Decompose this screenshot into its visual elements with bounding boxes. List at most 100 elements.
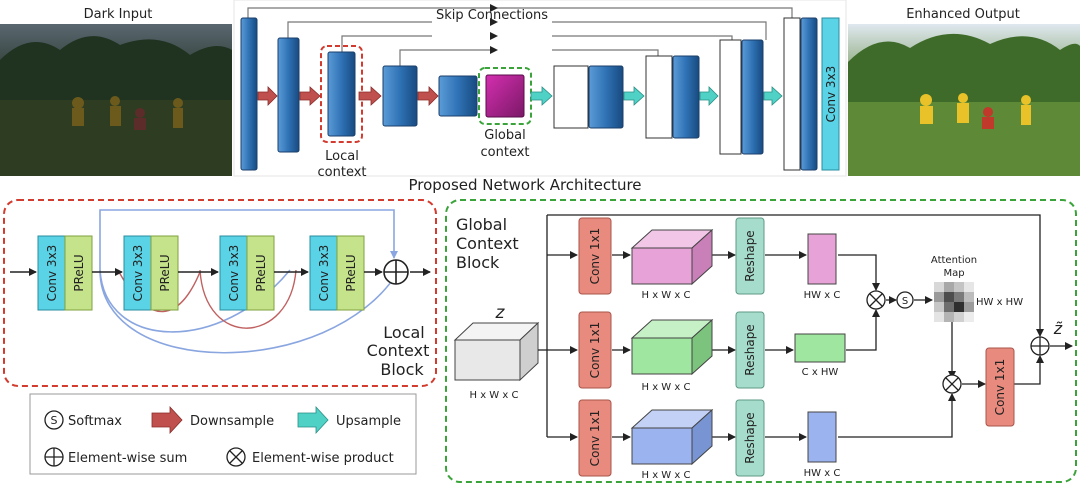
blue-matrix: [807, 411, 837, 463]
softmax-node-icon: S: [896, 291, 914, 309]
softmax-icon: S: [44, 410, 64, 430]
green-matrix: [794, 333, 846, 363]
skip-connections: [247, 7, 793, 66]
upsample-arrow-icons: [530, 86, 783, 106]
input-tensor-cube: [453, 321, 540, 382]
global-flow-lines: [538, 214, 1073, 441]
final-conv-block: [821, 17, 840, 171]
legend-sum-icon: [44, 447, 64, 467]
encoder-block-5: [438, 75, 478, 117]
green-tensor-cube: [630, 318, 714, 376]
input-dims-label: H x W x C: [470, 390, 519, 401]
local-conv-label-4: Conv 3x3: [317, 245, 331, 302]
attention-map-label-1: Attention: [931, 255, 977, 266]
dark-input-label: Dark Input: [84, 7, 153, 22]
conv1x1-label-2: Conv 1x1: [588, 322, 602, 379]
local-conv-group-2: Conv 3x3 PReLU: [123, 235, 179, 311]
green-matrix-dims: C x HW: [802, 367, 839, 378]
decoder-blue-2: [672, 55, 700, 139]
local-block-title-3: Block: [380, 360, 424, 379]
pink-matrix: [807, 233, 837, 285]
output-z-symbol: z̃: [1053, 319, 1063, 338]
element-wise-product-icon-2: [942, 374, 962, 394]
encoder-block-4: [382, 65, 418, 127]
decoder-blue-4: [800, 17, 818, 171]
element-wise-product-icon-1: [866, 290, 886, 310]
global-context-highlight: [478, 67, 532, 125]
enhanced-output-label: Enhanced Output: [906, 7, 1020, 22]
decoder-white-2: [645, 55, 673, 139]
skip-arrow-icons: [490, 4, 498, 54]
global-sum-icon: [1030, 336, 1050, 356]
conv1x1-boxes: [578, 217, 612, 477]
element-wise-sum-icon: [383, 259, 409, 285]
local-context-label-1: Local: [325, 149, 359, 164]
green-tensor-dims: H x W x C: [642, 382, 691, 393]
decoder-blue-3: [741, 39, 764, 155]
pink-tensor-cube: [630, 228, 714, 286]
decoder-white-1: [553, 65, 589, 129]
local-conv-label-3: Conv 3x3: [227, 245, 241, 302]
local-prelu-label-1: PReLU: [72, 254, 86, 291]
final-conv1x1-box: [985, 347, 1015, 427]
conv1x1-label-1: Conv 1x1: [588, 228, 602, 285]
legend-upsample-label: Upsample: [336, 414, 401, 429]
pink-matrix-dims: HW x C: [804, 290, 841, 301]
reshape-label-1: Reshape: [743, 230, 757, 281]
dark-input-image: [0, 24, 232, 176]
global-block-title-3: Block: [456, 253, 500, 272]
local-conv-label-2: Conv 3x3: [131, 245, 145, 302]
global-context-block: [485, 74, 525, 118]
local-conv-group-1: Conv 3x3 PReLU: [37, 235, 93, 311]
local-conv-group-3: Conv 3x3 PReLU: [219, 235, 275, 311]
blue-matrix-dims: HW x C: [804, 468, 841, 479]
legend-product-label: Element-wise product: [252, 451, 394, 466]
encoder-block-3: [327, 51, 356, 137]
local-block-title-1: Local: [383, 323, 424, 342]
legend-upsample-arrow-icon: [297, 405, 329, 435]
softmax-node-symbol: S: [902, 296, 908, 307]
global-block-title-1: Global: [456, 215, 507, 234]
local-prelu-label-4: PReLU: [344, 254, 358, 291]
local-prelu-label-3: PReLU: [254, 254, 268, 291]
decoder-white-3: [719, 39, 742, 155]
legend-panel: [29, 393, 417, 475]
local-prelu-label-2: PReLU: [158, 254, 172, 291]
input-z-symbol: z: [495, 303, 506, 323]
global-block-title-2: Context: [456, 234, 519, 253]
enhanced-output-image: [848, 24, 1080, 176]
encoder-block-1: [240, 17, 258, 171]
final-conv1x1-label: Conv 1x1: [993, 359, 1007, 416]
attention-map-heatmap: [934, 282, 974, 322]
legend-downsample-arrow-icon: [151, 405, 183, 435]
blue-tensor-dims: H x W x C: [642, 470, 691, 481]
downsample-arrow-icons: [257, 86, 439, 106]
encoder-block-2: [277, 37, 300, 153]
local-block-title-2: Context: [367, 341, 430, 360]
conv1x1-label-3: Conv 1x1: [588, 410, 602, 467]
legend-softmax-label: Softmax: [68, 414, 122, 429]
decoder-white-4: [783, 17, 801, 171]
local-context-label-2: context: [318, 165, 367, 180]
architecture-caption: Proposed Network Architecture: [408, 176, 641, 194]
legend-product-icon: [226, 447, 246, 467]
global-context-label-1: Global: [484, 128, 525, 143]
local-context-block-panel: [3, 199, 437, 387]
reshape-label-2: Reshape: [743, 324, 757, 375]
skip-connections-label: Skip Connections: [436, 8, 548, 23]
decoder-blue-1: [588, 65, 624, 129]
global-context-label-2: context: [481, 145, 530, 160]
local-conv-group-4: Conv 3x3 PReLU: [309, 235, 365, 311]
legend-sum-label: Element-wise sum: [68, 451, 187, 466]
local-conv-label-1: Conv 3x3: [45, 245, 59, 302]
attention-map-dims: HW x HW: [976, 297, 1023, 308]
attention-map-label-2: Map: [943, 268, 964, 279]
legend-downsample-label: Downsample: [190, 414, 274, 429]
reshape-label-3: Reshape: [743, 412, 757, 463]
final-conv-label: Conv 3x3: [824, 66, 838, 123]
reshape-boxes: [735, 217, 765, 477]
softmax-symbol: S: [51, 414, 58, 427]
pink-tensor-dims: H x W x C: [642, 290, 691, 301]
blue-tensor-cube: [630, 408, 714, 466]
